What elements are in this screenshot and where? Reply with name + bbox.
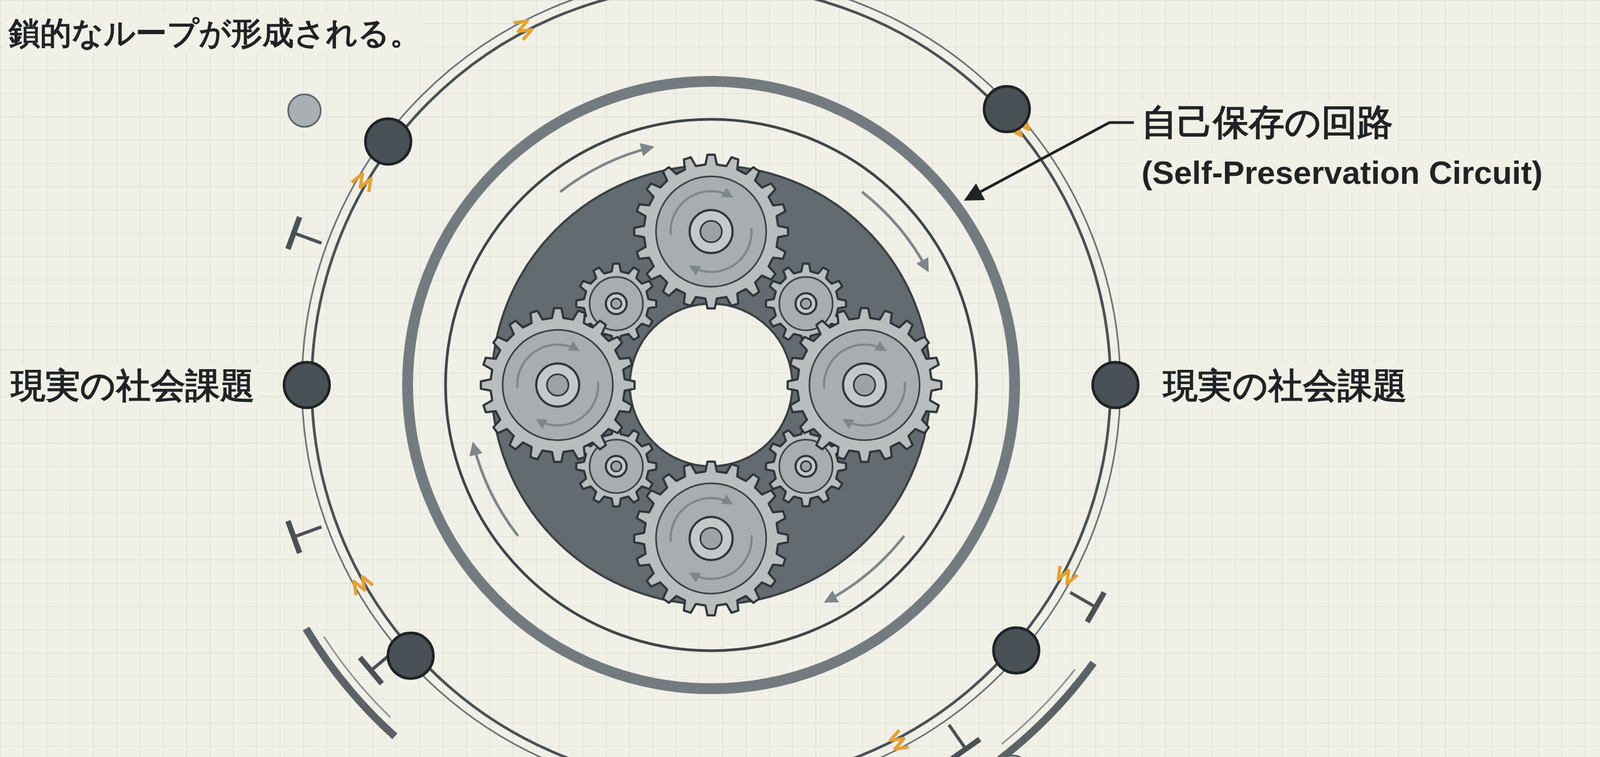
node-dot [1092, 362, 1139, 408]
gear-teeth [787, 307, 942, 462]
bracket-bar [1087, 591, 1105, 622]
gear-hub [605, 455, 627, 477]
crack-mark [351, 173, 371, 192]
gear-backplate [491, 165, 931, 605]
gear-hub [689, 209, 733, 253]
node-dot [993, 627, 1040, 673]
light-dot [996, 755, 1030, 757]
gear-teeth [634, 461, 789, 616]
light-dot [288, 94, 321, 127]
gear-disc [655, 176, 766, 287]
circuit-ring [445, 119, 977, 651]
inner-rings [407, 81, 1015, 689]
gear-cluster [480, 154, 942, 616]
side-label: 現実の社会課題 [1159, 364, 1411, 408]
bracket-stem [293, 233, 322, 244]
leader-arrow [967, 122, 1135, 199]
callout-label: (Self-Preservation Circuit) [1138, 152, 1546, 193]
gear-hub [842, 363, 886, 406]
crack-mark [1058, 565, 1078, 584]
bracket-stem [293, 526, 322, 538]
gear-axle [700, 220, 722, 243]
crack-mark [513, 21, 532, 41]
crack-mark [890, 730, 909, 750]
gear-disc [502, 329, 613, 440]
ring-line [301, 0, 1121, 757]
crack-mark [353, 576, 373, 596]
gear-axle [700, 527, 722, 550]
gear-disc [809, 329, 920, 440]
node-dot [284, 362, 330, 408]
gear-hub [689, 516, 733, 560]
gear-teeth [634, 154, 789, 309]
broken-ring-inner-line [1001, 669, 1075, 745]
leader-line [967, 122, 1135, 199]
broken-ring-segment [995, 662, 1094, 757]
bracket-bar [287, 520, 300, 553]
thick-ring [407, 81, 1015, 689]
gear-hub [795, 455, 817, 477]
side-label: 現実の社会課題 [7, 364, 258, 408]
gear-teeth [480, 307, 635, 462]
bracket-bar [951, 738, 980, 757]
node-dot [365, 118, 411, 165]
bracket-stem [1070, 592, 1097, 608]
bracket-bar [287, 216, 300, 249]
bracket-stem [949, 724, 967, 750]
gear-disc [655, 482, 766, 593]
gear-axle [546, 373, 569, 396]
gear-hub [605, 293, 627, 314]
gear-axle [800, 298, 811, 309]
caption-text: 鎖的なループが形成される。 [5, 14, 425, 53]
gear-axle [610, 460, 622, 472]
broken-ring-segment [306, 628, 396, 737]
bracket-bar [359, 657, 382, 684]
broken-ring-inner-line [324, 636, 391, 718]
gear-axle [853, 373, 876, 396]
gear-hub [536, 363, 579, 406]
outer-rings [284, 0, 1139, 757]
callout-label: 自己保存の回路 [1138, 100, 1397, 145]
ring-line [311, 0, 1111, 757]
gear-axle [610, 298, 622, 309]
node-dot [388, 632, 434, 679]
gear-hub [795, 293, 817, 314]
gear-axle [800, 460, 811, 472]
node-dot [984, 86, 1030, 132]
